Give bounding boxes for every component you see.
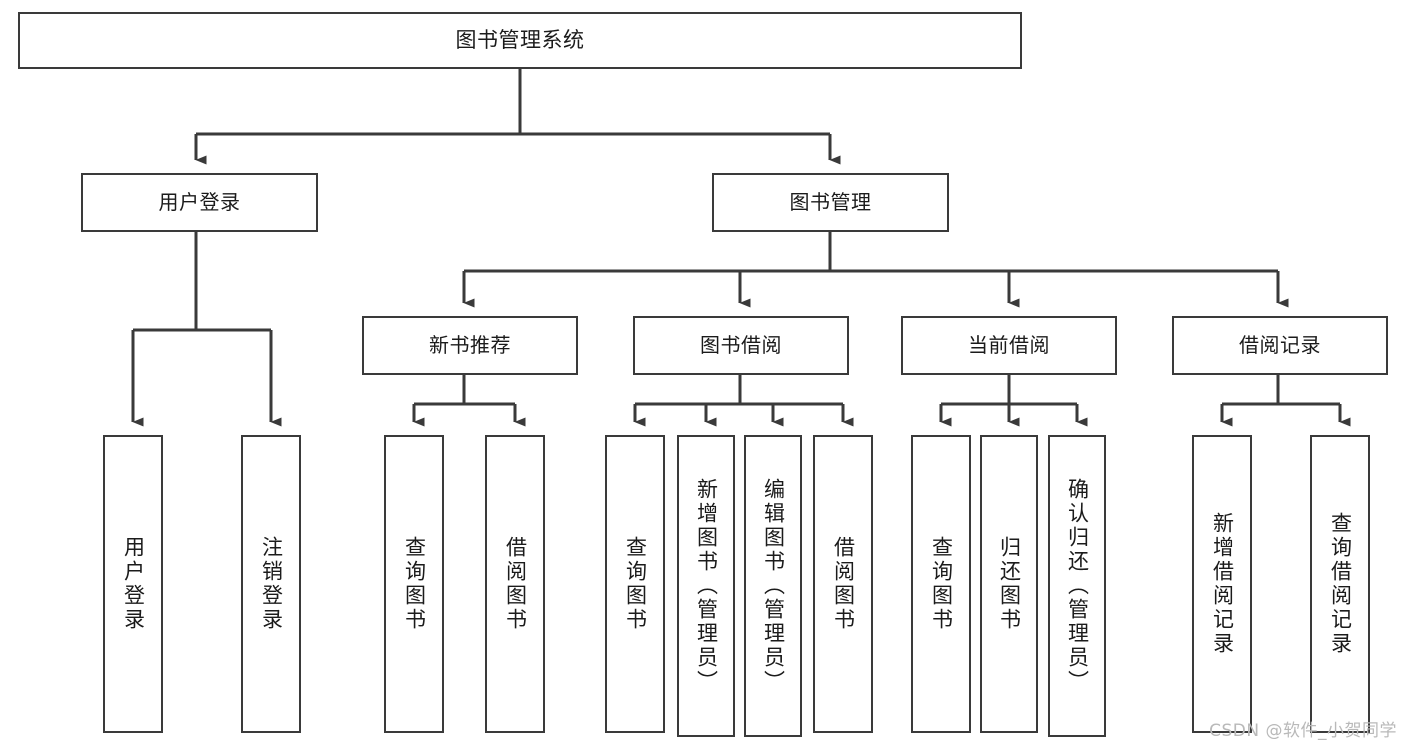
node-leaf-add-record[interactable]: 新增借阅记录 [1192,435,1252,733]
node-leaf-borrow-book-2-label: 借阅图书 [831,536,856,632]
node-current-borrow[interactable]: 当前借阅 [901,316,1117,375]
node-leaf-logout-login[interactable]: 注销登录 [241,435,301,733]
node-root-label: 图书管理系统 [455,28,585,53]
node-leaf-confirm-return[interactable]: 确认归还（管理员） [1048,435,1106,737]
node-leaf-query-book-1-label: 查询图书 [402,536,427,632]
node-leaf-query-book-1[interactable]: 查询图书 [384,435,444,733]
node-leaf-user-login-label: 用户登录 [121,536,146,632]
node-borrow-record-label: 借阅记录 [1239,333,1321,357]
node-user-login-label: 用户登录 [158,190,241,214]
node-book-borrow[interactable]: 图书借阅 [633,316,849,375]
node-leaf-query-record-label: 查询借阅记录 [1328,512,1353,656]
csdn-watermark: CSDN @软件_小贺同学 [1209,721,1397,741]
node-leaf-query-book-3-label: 查询图书 [929,536,954,632]
node-leaf-confirm-return-label: 确认归还（管理员） [1065,478,1090,694]
node-leaf-edit-book[interactable]: 编辑图书（管理员） [744,435,802,737]
node-leaf-user-login[interactable]: 用户登录 [103,435,163,733]
node-book-management[interactable]: 图书管理 [712,173,949,232]
node-root[interactable]: 图书管理系统 [18,12,1022,69]
node-leaf-add-record-label: 新增借阅记录 [1210,512,1235,656]
node-leaf-return-book-label: 归还图书 [997,536,1022,632]
node-leaf-query-record[interactable]: 查询借阅记录 [1310,435,1370,733]
node-leaf-borrow-book-1-label: 借阅图书 [503,536,528,632]
node-leaf-add-book[interactable]: 新增图书（管理员） [677,435,735,737]
node-leaf-edit-book-label: 编辑图书（管理员） [761,478,786,694]
node-leaf-query-book-3[interactable]: 查询图书 [911,435,971,733]
node-leaf-logout-login-label: 注销登录 [259,536,284,632]
node-leaf-borrow-book-2[interactable]: 借阅图书 [813,435,873,733]
node-book-management-label: 图书管理 [789,190,872,214]
node-leaf-borrow-book-1[interactable]: 借阅图书 [485,435,545,733]
node-leaf-query-book-2[interactable]: 查询图书 [605,435,665,733]
node-leaf-query-book-2-label: 查询图书 [623,536,648,632]
node-book-borrow-label: 图书借阅 [700,333,782,357]
node-new-book-recommend[interactable]: 新书推荐 [362,316,578,375]
node-borrow-record[interactable]: 借阅记录 [1172,316,1388,375]
node-current-borrow-label: 当前借阅 [968,333,1050,357]
node-leaf-add-book-label: 新增图书（管理员） [694,478,719,694]
node-new-book-recommend-label: 新书推荐 [429,333,511,357]
node-user-login[interactable]: 用户登录 [81,173,318,232]
node-leaf-return-book[interactable]: 归还图书 [980,435,1038,733]
